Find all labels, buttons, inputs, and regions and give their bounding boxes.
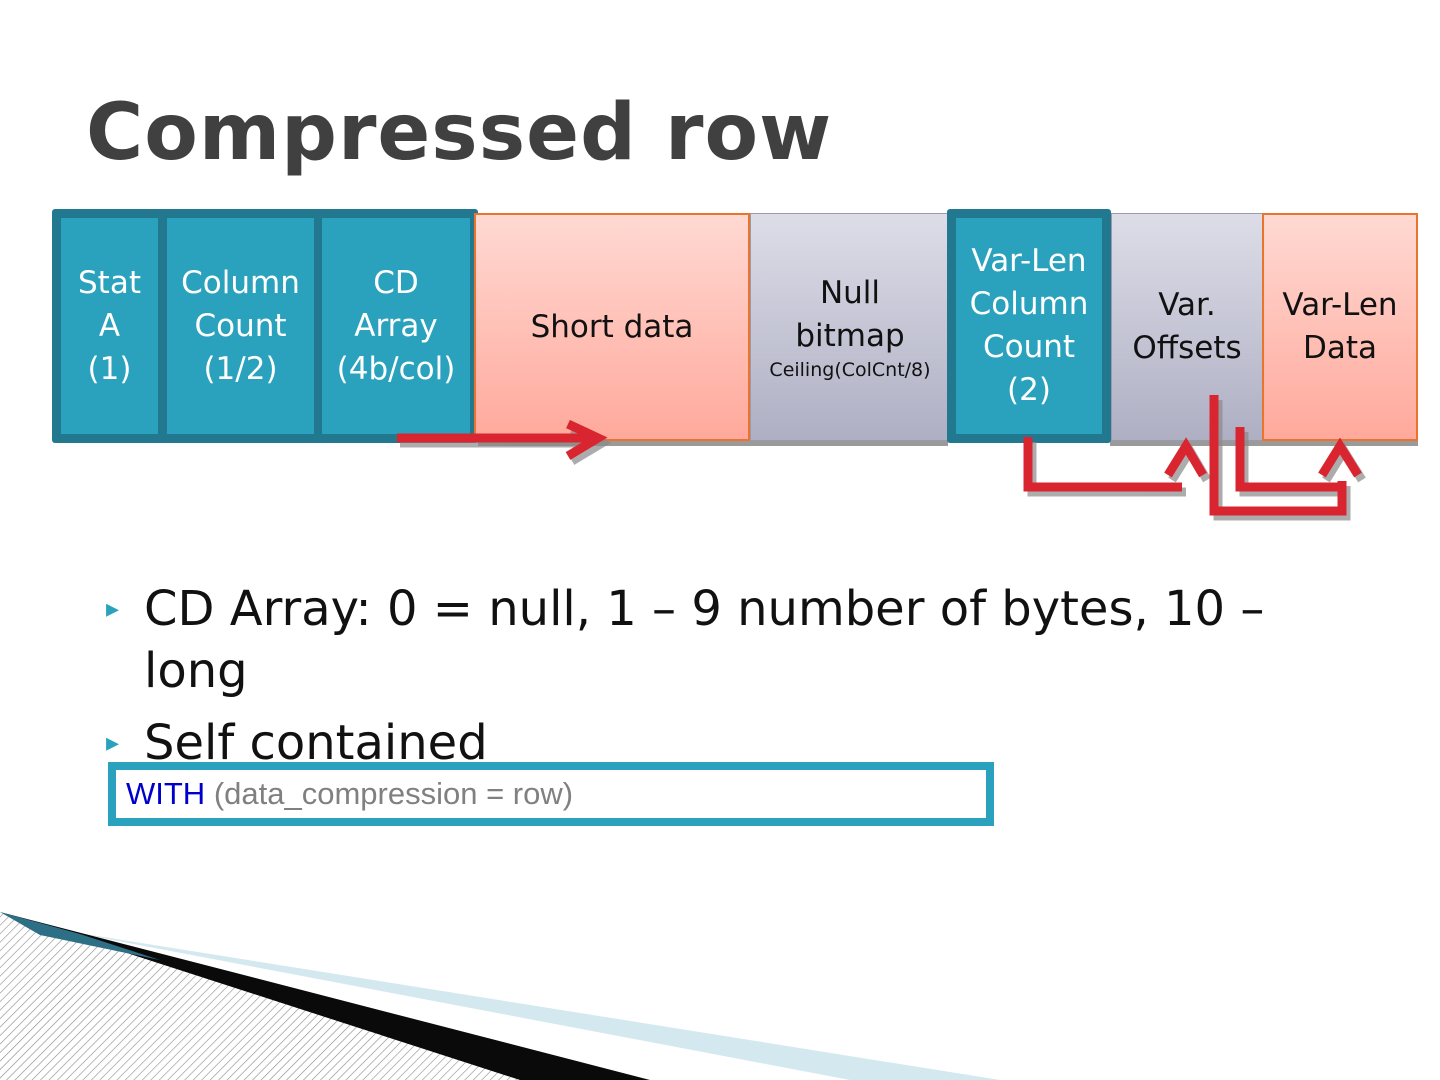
bullet-item: ▸ CD Array: 0 = null, 1 – 9 number of by… — [104, 578, 1354, 702]
bullet-list: ▸ CD Array: 0 = null, 1 – 9 number of by… — [104, 578, 1354, 784]
offsets-to-data-arrow-inner — [1235, 427, 1342, 492]
arrow-head — [1164, 437, 1207, 478]
row-shadow — [478, 440, 948, 446]
arrow-head — [565, 419, 608, 460]
triangle-bullet-icon: ▸ — [106, 594, 120, 624]
arrow-lines — [397, 395, 1362, 516]
offsets-to-data-arrow — [1209, 395, 1347, 516]
code-keyword: WITH — [126, 776, 206, 811]
arrow-head — [1318, 437, 1362, 478]
count-to-offsets-arrow — [1023, 437, 1182, 492]
slide-title: Compressed row — [86, 88, 833, 178]
var-offsets-cell: Var.Offsets — [1111, 213, 1263, 441]
row-shadow — [1110, 440, 1418, 446]
code-text: (data_compression = row) — [205, 776, 574, 811]
bullet-item: ▸ Self contained — [104, 712, 1354, 774]
triangle-bullet-icon: ▸ — [106, 728, 120, 758]
short-data-cell: Short data — [474, 213, 750, 441]
code-snippet-box: WITH (data_compression = row) — [108, 762, 994, 826]
null-bitmap-size-label: Ceiling(ColCnt/8) — [769, 359, 931, 381]
